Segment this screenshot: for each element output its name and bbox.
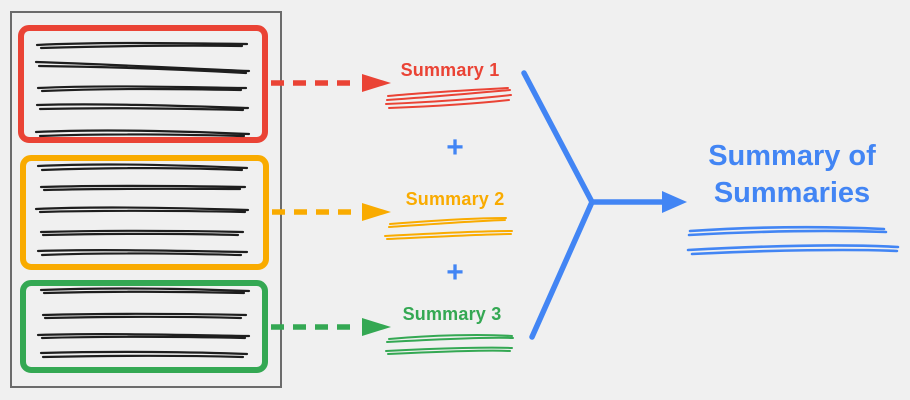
merge-converging-lines: [521, 70, 595, 340]
chunk-1-arrowhead-icon: [362, 74, 391, 92]
source-document-box: [10, 11, 282, 388]
summary-1-label: Summary 1: [400, 60, 500, 80]
plus-icon: +: [446, 131, 464, 164]
chunk-2-box: [20, 155, 269, 270]
chunk-1-box: [18, 25, 268, 143]
chunk-3-box: [20, 280, 268, 373]
plus-icon: +: [446, 256, 464, 289]
merge-arrowhead-icon: [662, 191, 687, 213]
result-label: Summary of Summaries: [708, 140, 876, 209]
chunk-2-text-scribbles: [34, 163, 250, 257]
result-scribble: [686, 225, 900, 256]
chunk-1-text-scribbles: [34, 41, 251, 138]
chunk-3-arrowhead-icon: [362, 318, 391, 336]
summary-2-scribble: [384, 217, 513, 240]
chunk-2-arrowhead-icon: [362, 203, 391, 221]
summary-3-scribble: [385, 334, 514, 355]
summary-1-scribble: [385, 87, 512, 109]
chunk-3-text-scribbles: [36, 287, 251, 359]
summary-3-label: Summary 3: [402, 304, 502, 324]
summary-2-label: Summary 2: [405, 189, 505, 209]
